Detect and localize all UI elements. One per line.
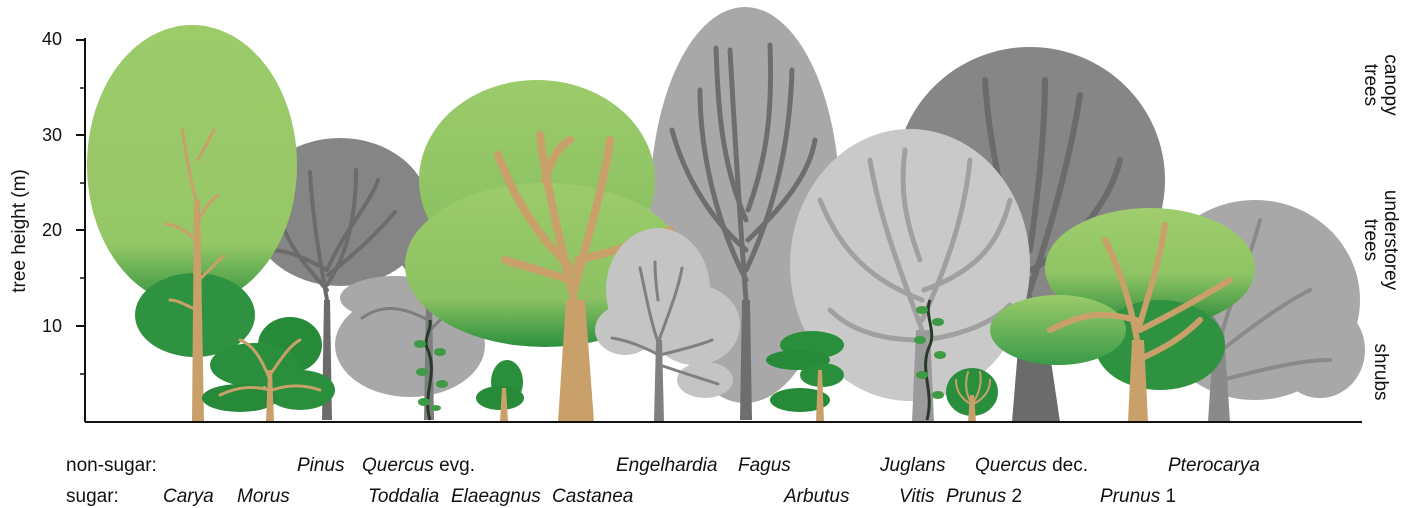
label-toddalia: Toddalia [368, 486, 439, 508]
label-castanea: Castanea [552, 486, 633, 508]
label-pterocarya: Pterocarya [1168, 455, 1260, 477]
label-engelhardia: Engelhardia [616, 455, 717, 477]
y-axis-label: tree height (m) [9, 161, 31, 301]
label-juglans: Juglans [880, 455, 946, 477]
label-prunus-2: Prunus 2 [946, 486, 1022, 508]
label-quercus-dec: Quercus dec. [975, 455, 1088, 477]
y-tick-10: 10 [42, 315, 62, 337]
row-label-non-sugar: non-sugar: [66, 455, 157, 477]
y-axis [76, 38, 85, 422]
label-prunus-1: Prunus 1 [1100, 486, 1176, 508]
zone-label-shrubs: shrubs [1370, 342, 1390, 402]
label-morus: Morus [237, 486, 290, 508]
label-quercus-evg: Quercus evg. [362, 455, 475, 477]
row-label-sugar: sugar: [66, 486, 119, 508]
elaeagnus-shrub [476, 360, 524, 422]
label-carya: Carya [163, 486, 214, 508]
label-elaeagnus: Elaeagnus [451, 486, 541, 508]
label-fagus: Fagus [738, 455, 791, 477]
y-tick-40: 40 [42, 28, 62, 50]
prunus-2-shrub [946, 368, 998, 422]
label-arbutus: Arbutus [784, 486, 849, 508]
y-tick-20: 20 [42, 219, 62, 241]
label-vitis: Vitis [899, 486, 935, 508]
y-tick-30: 30 [42, 124, 62, 146]
label-pinus: Pinus [297, 455, 345, 477]
